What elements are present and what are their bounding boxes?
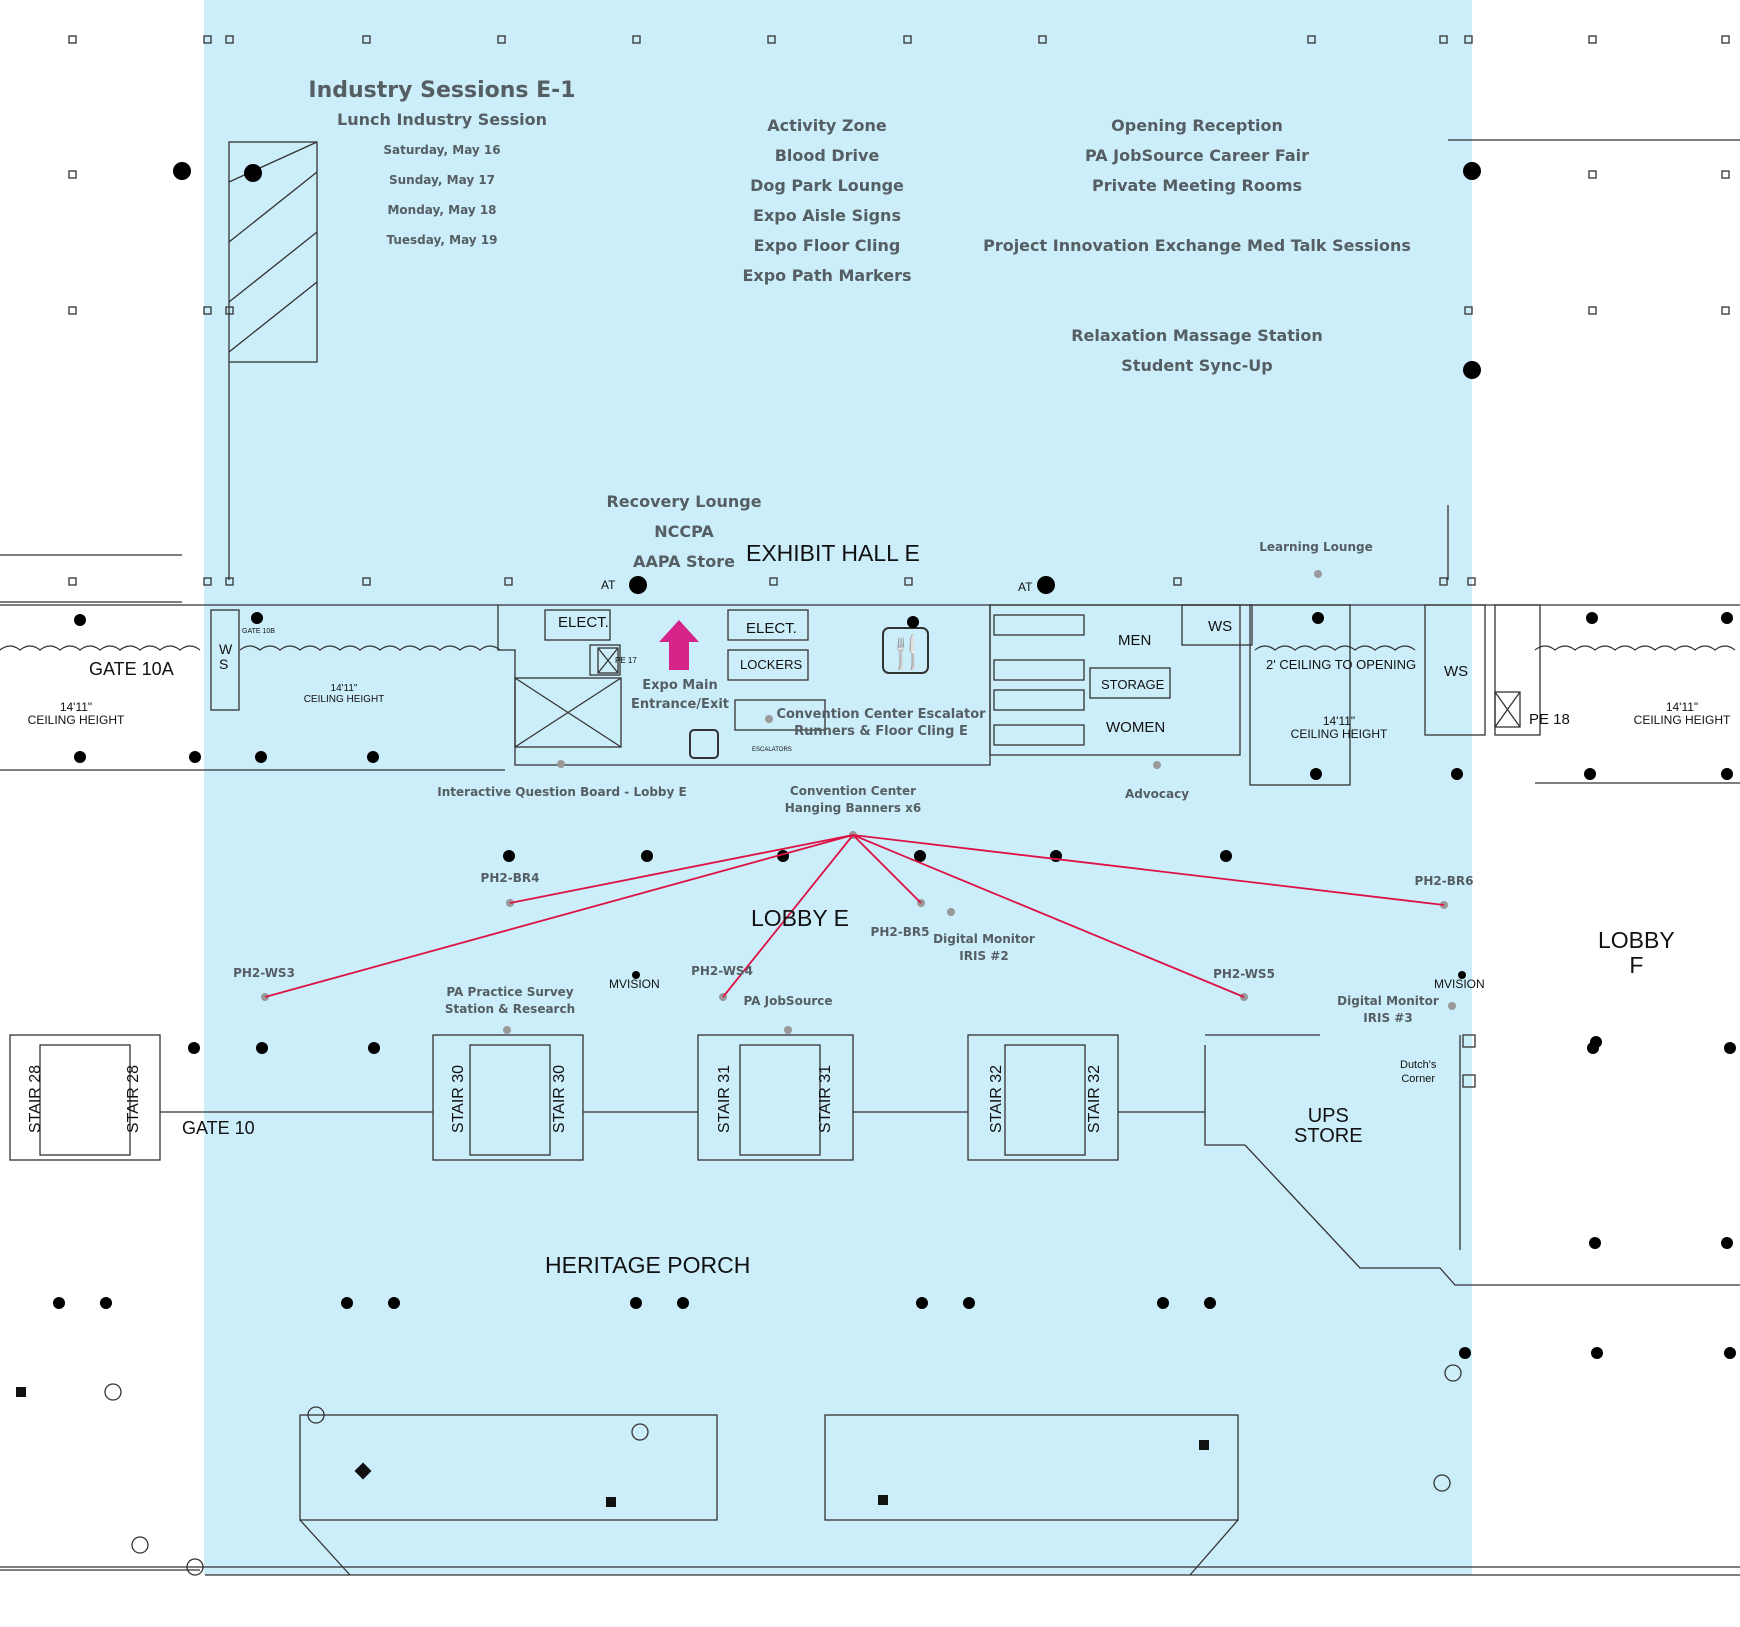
gate-10a-label: GATE 10A xyxy=(89,659,174,679)
stair-32-label: STAIR 32 xyxy=(988,1064,1006,1134)
gate-10-label: GATE 10 xyxy=(182,1118,255,1138)
ws-gate-label: W S xyxy=(219,641,233,672)
column-markers-top xyxy=(68,35,1730,586)
learning-lounge-label: Learning Lounge xyxy=(1259,540,1373,554)
digital-monitor-3-label: Digital Monitor IRIS #3 xyxy=(1337,994,1439,1025)
recovery-item: Recovery Lounge xyxy=(606,492,762,511)
stair-28-label: STAIR 28 xyxy=(27,1064,45,1134)
ph2-br4-label: PH2-BR4 xyxy=(480,871,540,885)
relaxation-item: Student Sync-Up xyxy=(1121,356,1273,375)
ceiling-height-label: 14'11"CEILING HEIGHT xyxy=(27,700,125,727)
stair-32-label: STAIR 32 xyxy=(1086,1064,1104,1134)
ph2-ws4-label: PH2-WS4 xyxy=(691,964,753,978)
sessions-subtitle: Lunch Industry Session xyxy=(337,110,547,129)
sessions-title: Industry Sessions E-1 xyxy=(308,78,576,103)
event-item: Private Meeting Rooms xyxy=(1091,176,1303,195)
heritage-porch-label: HERITAGE PORCH xyxy=(545,1252,751,1278)
entrance-arrow-icon xyxy=(659,620,699,672)
event-item: Opening Reception xyxy=(1111,116,1283,135)
ceiling-height-label: 14'11"CEILING HEIGHT xyxy=(1633,700,1731,727)
activity-item: Activity Zone xyxy=(767,116,887,135)
escalator-runners-label: Convention Center Escalator Runners & Fl… xyxy=(776,707,986,739)
recovery-item: AAPA Store xyxy=(633,552,735,571)
highlight-zone xyxy=(204,0,1472,1575)
activity-item: Blood Drive xyxy=(774,146,880,165)
pillars xyxy=(53,162,1736,1359)
stair-28-label: STAIR 28 xyxy=(125,1064,143,1134)
advocacy-label: Advocacy xyxy=(1124,787,1190,801)
dutchs-corner-label: Dutch's Corner xyxy=(1400,1059,1437,1085)
session-date: Saturday, May 16 xyxy=(383,143,501,157)
ph2-br5-label: PH2-BR5 xyxy=(870,925,930,939)
activity-item: Expo Floor Cling xyxy=(753,236,901,255)
elect-room-label: ELECT. xyxy=(558,614,609,631)
hanging-banners-label: Convention Center Hanging Banners x6 xyxy=(784,784,922,815)
ph2-br6-label: PH2-BR6 xyxy=(1414,874,1474,888)
session-date: Monday, May 18 xyxy=(387,203,497,217)
elect-room-label: ELECT. xyxy=(746,620,797,637)
activity-item: Dog Park Lounge xyxy=(750,176,904,195)
men-restroom-label: MEN xyxy=(1118,632,1152,649)
stair-31-label: STAIR 31 xyxy=(817,1064,835,1134)
ceiling-opening-note: 2' CEILING TO OPENING xyxy=(1266,657,1417,672)
activity-item: Expo Path Markers xyxy=(742,266,912,285)
escalators-label: ESCALATORS xyxy=(752,747,792,753)
practice-survey-label: PA Practice Survey Station & Research xyxy=(444,985,576,1016)
pe18-label: PE 18 xyxy=(1529,711,1570,728)
digital-monitor-2-label: Digital Monitor IRIS #2 xyxy=(933,932,1035,963)
lobby-f-label: LOBBY F xyxy=(1598,927,1675,978)
women-restroom-label: WOMEN xyxy=(1106,719,1166,736)
session-date: Tuesday, May 19 xyxy=(386,233,498,247)
question-board-label: Interactive Question Board - Lobby E xyxy=(437,785,687,799)
activity-item: Expo Aisle Signs xyxy=(753,206,901,225)
relaxation-item: Relaxation Massage Station xyxy=(1071,326,1323,345)
mvision-label: MVISION xyxy=(609,977,660,991)
stair-31-label: STAIR 31 xyxy=(716,1064,734,1134)
at-label: AT xyxy=(601,578,616,592)
pe17-label: PE 17 xyxy=(615,656,637,665)
session-date: Sunday, May 17 xyxy=(388,173,496,187)
ph2-ws3-label: PH2-WS3 xyxy=(233,966,295,980)
event-item: PA JobSource Career Fair xyxy=(1084,146,1310,165)
ws-label: WS xyxy=(1444,663,1469,680)
ceiling-height-label: 14'11"CEILING HEIGHT xyxy=(1290,714,1388,741)
ph2-ws5-label: PH2-WS5 xyxy=(1213,967,1275,981)
recovery-item: NCCPA xyxy=(654,522,714,541)
pa-jobsource-label: PA JobSource xyxy=(743,994,833,1008)
gate-10b-label: GATE 10B xyxy=(242,628,275,635)
expo-entrance-label: Expo Main Entrance/Exit xyxy=(631,678,729,712)
stair-30-label: STAIR 30 xyxy=(450,1064,468,1134)
lobby-e-label: LOBBY E xyxy=(751,905,850,931)
stair-30-label: STAIR 30 xyxy=(551,1064,569,1134)
mvision-label: MVISION xyxy=(1434,977,1485,991)
dining-icon: 🍴 xyxy=(887,634,927,670)
exhibit-hall-label: EXHIBIT HALL E xyxy=(746,540,920,566)
project-innovation-label: Project Innovation Exchange Med Talk Ses… xyxy=(983,236,1411,255)
ups-store-label: UPS STORE xyxy=(1294,1105,1363,1147)
lockers-label: LOCKERS xyxy=(740,657,803,672)
ceiling-height-label: 14'11"CEILING HEIGHT xyxy=(303,683,385,705)
route-lines xyxy=(264,834,1445,998)
storage-label: STORAGE xyxy=(1101,677,1165,692)
at-label: AT xyxy=(1018,580,1033,594)
ws-label: WS xyxy=(1208,618,1233,635)
